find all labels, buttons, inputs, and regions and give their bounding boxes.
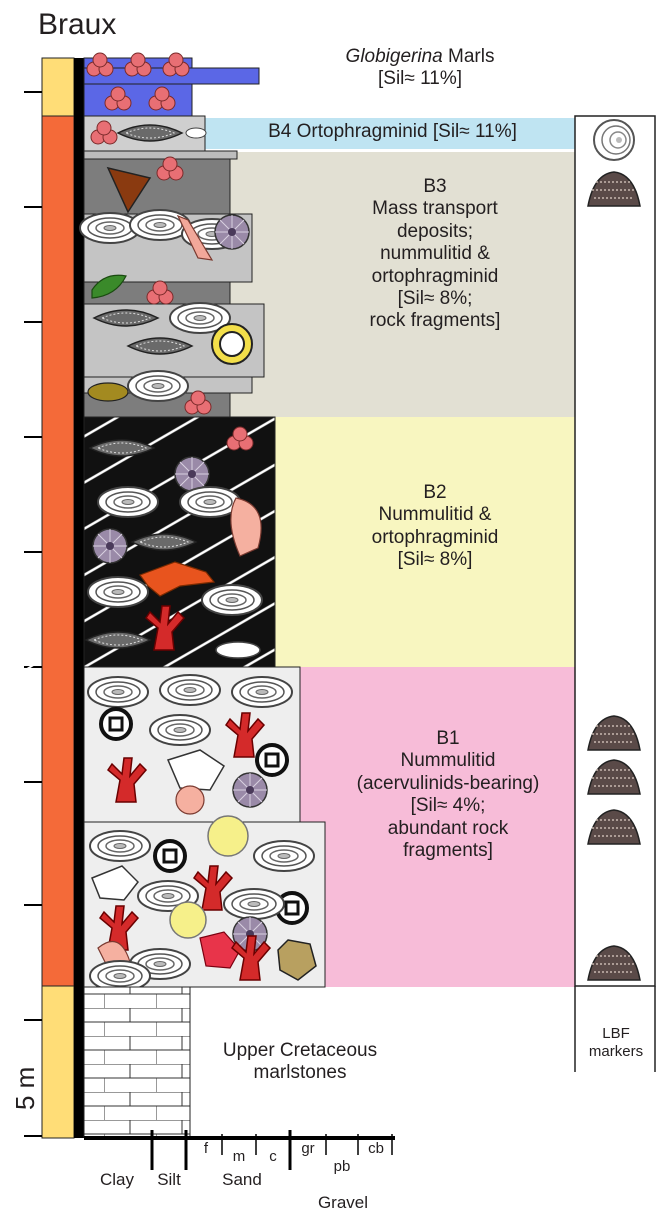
bar-bottom-yellow: [42, 986, 74, 1138]
b1-beds: [84, 667, 325, 991]
b3-line: ortophragminid: [300, 266, 570, 288]
globigerina-sil: [Sil≈ 11%]: [378, 68, 462, 89]
grain-gr: gr: [294, 1140, 322, 1157]
cretaceous-marlstone-bed: [84, 987, 190, 1137]
b1-label: B1 Nummulitid (acervulinids-bearing) [Si…: [318, 728, 578, 862]
b1-line: (acervulinids-bearing): [318, 773, 578, 795]
scale-label: 5 m: [10, 1030, 41, 1110]
cretaceous-line: marlstones: [190, 1062, 410, 1084]
lbf-line: markers: [577, 1043, 655, 1061]
column-axis-line: [74, 58, 84, 1138]
lbf-line: LBF: [577, 1025, 655, 1043]
b1-line: B1: [318, 728, 578, 750]
globigerina-rest: Marls: [448, 46, 494, 67]
grain-sand: Sand: [212, 1170, 272, 1190]
b3-line: rock fragments]: [300, 310, 570, 332]
b3-line: Mass transport: [300, 198, 570, 220]
b2-bed: [84, 417, 275, 667]
b4-bed: [84, 116, 206, 151]
b3-line: [Sil≈ 8%;: [300, 288, 570, 310]
formation-label: Nummulitic Limestone: [19, 336, 55, 776]
b3-label: B3 Mass transport deposits; nummulitid &…: [300, 176, 570, 333]
lbf-marker-column: [575, 116, 655, 986]
b2-line: Nummulitid &: [300, 504, 570, 526]
grain-c: c: [262, 1148, 284, 1165]
bar-top-yellow: [42, 58, 74, 116]
cretaceous-line: Upper Cretaceous: [190, 1040, 410, 1062]
section-title: Braux: [38, 8, 116, 42]
b1-line: [Sil≈ 4%;: [318, 795, 578, 817]
grain-f: f: [196, 1140, 216, 1157]
b2-line: B2: [300, 482, 570, 504]
globigerina-genus: Globigerina: [346, 46, 443, 67]
grain-gravel: Gravel: [308, 1193, 378, 1213]
grain-cb: cb: [362, 1140, 390, 1157]
b2-line: ortophragminid: [300, 527, 570, 549]
grain-m: m: [228, 1148, 250, 1165]
b3-line: deposits;: [300, 221, 570, 243]
cretaceous-label: Upper Cretaceous marlstones: [190, 1040, 410, 1085]
b3-line: nummulitid &: [300, 243, 570, 265]
b1-line: Nummulitid: [318, 750, 578, 772]
b4-label: B4 Ortophragminid [Sil≈ 11%]: [210, 121, 575, 143]
lbf-markers-label: LBF markers: [577, 1025, 655, 1060]
b3-line: B3: [300, 176, 570, 198]
b1-line: abundant rock: [318, 818, 578, 840]
b2-label: B2 Nummulitid & ortophragminid [Sil≈ 8%]: [300, 482, 570, 572]
grain-pb: pb: [328, 1158, 356, 1175]
globigerina-marls-beds: [84, 53, 259, 116]
grain-clay: Clay: [92, 1170, 142, 1190]
b1-line: fragments]: [318, 840, 578, 862]
b2-line: [Sil≈ 8%]: [300, 549, 570, 571]
globigerina-label: Globigerina Marls [Sil≈ 11%]: [290, 46, 550, 91]
grain-silt: Silt: [148, 1170, 190, 1190]
